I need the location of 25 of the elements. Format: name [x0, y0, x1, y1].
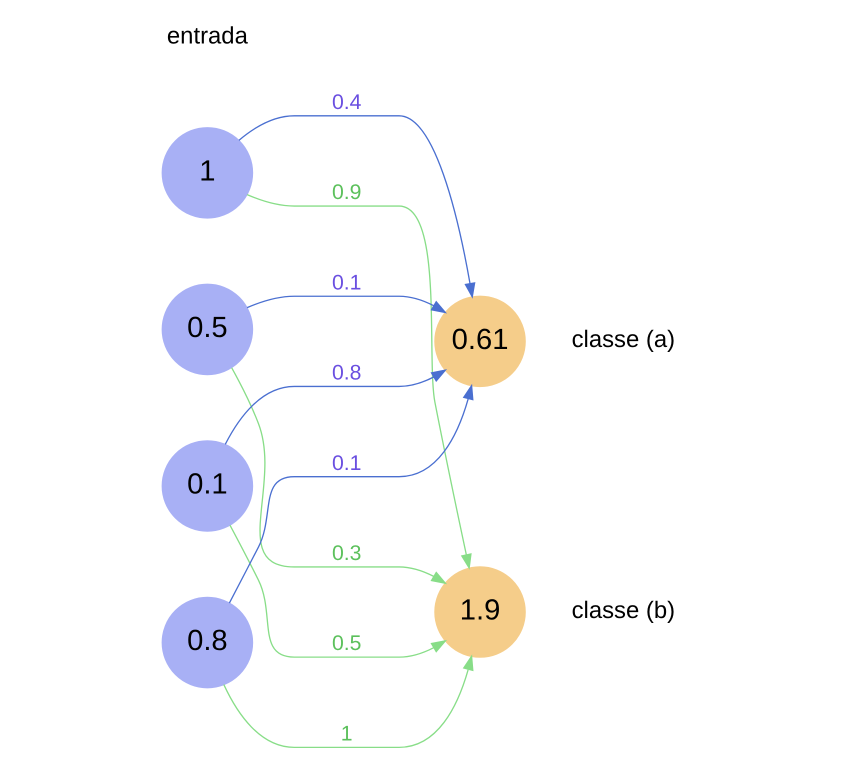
- arrow: [224, 369, 447, 445]
- node-circle: 1: [161, 127, 253, 219]
- edge-label: 0.3: [331, 542, 361, 566]
- edge-label: 0.1: [331, 452, 361, 475]
- node-circle: 0.61: [434, 296, 526, 388]
- edge-label: 0.5: [331, 632, 361, 656]
- node-label: classe (b): [571, 596, 675, 624]
- arrow: [238, 115, 475, 299]
- arrow: [228, 384, 473, 604]
- edge-label: 0.4: [331, 90, 361, 114]
- edge-label: 0.1: [331, 271, 361, 294]
- arrow: [246, 194, 472, 570]
- edge-label: 0.9: [331, 181, 361, 204]
- node-circle: 0.1: [161, 440, 253, 532]
- arrow: [222, 654, 473, 748]
- label: entrada: [166, 22, 248, 50]
- node-circle: 1.9: [434, 566, 526, 658]
- node-circle: 0.5: [161, 284, 253, 376]
- arrow: [246, 296, 447, 314]
- edge-label: 1: [340, 722, 352, 746]
- arrow: [228, 524, 447, 658]
- node-circle: 0.8: [161, 596, 253, 688]
- node-label: classe (a): [571, 326, 675, 354]
- edge-label: 0.8: [331, 362, 361, 385]
- arrow: [230, 368, 447, 584]
